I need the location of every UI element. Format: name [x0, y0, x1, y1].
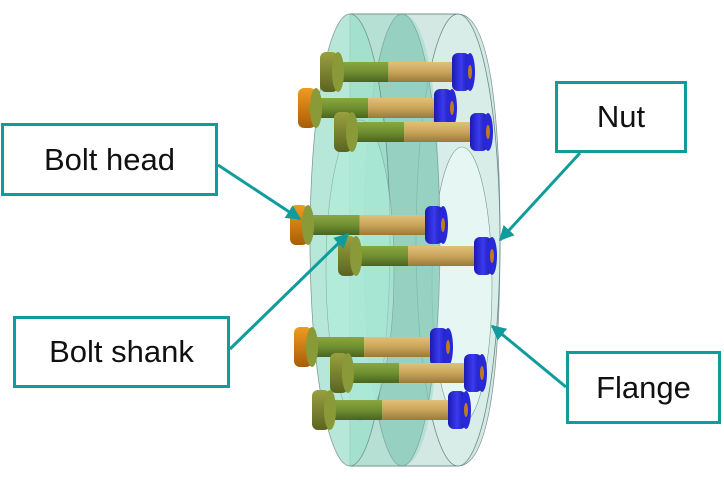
nut	[434, 89, 452, 127]
bolt	[334, 112, 493, 152]
bolt-tip	[468, 65, 472, 79]
bolt-shank	[356, 246, 409, 266]
callout-nut: Nut	[555, 81, 687, 153]
bolt-shank	[316, 98, 369, 118]
bolt-shank	[312, 337, 365, 357]
callout-bolt-shank: Bolt shank	[13, 316, 230, 388]
bolt-shank-threaded	[364, 337, 440, 357]
nut	[470, 113, 488, 151]
bolt	[338, 236, 497, 276]
bolt-tip	[441, 218, 445, 232]
bolt-tip	[490, 249, 494, 263]
arrow-flange	[490, 324, 567, 389]
bolt	[298, 88, 457, 128]
bolt-tip	[446, 340, 450, 354]
bolt-head-face	[310, 88, 322, 128]
bolt-tip	[450, 101, 454, 115]
bolt-tip	[464, 403, 468, 417]
callout-bolt-head-label: Bolt head	[44, 141, 175, 177]
bolt-tip	[486, 125, 490, 139]
bolt	[294, 327, 453, 367]
nut	[430, 328, 448, 366]
bolt-head-face	[346, 112, 358, 152]
bolt	[330, 353, 487, 393]
arrow-bolt-shank	[228, 232, 350, 351]
bolt	[312, 390, 471, 430]
bolt	[320, 52, 475, 92]
bolt-shank	[338, 62, 389, 82]
callout-bolt-head: Bolt head	[1, 123, 218, 196]
nut	[474, 237, 492, 275]
bolt-shank-threaded	[382, 400, 458, 420]
bolt-shank-threaded	[408, 246, 484, 266]
bolt-shank-threaded	[359, 215, 435, 235]
arrow-nut	[498, 151, 582, 242]
bolt-head-face	[350, 236, 362, 276]
callout-flange-label: Flange	[596, 369, 691, 405]
callout-nut-label: Nut	[596, 99, 646, 134]
bolt-head-face	[302, 205, 314, 245]
bolt-head-face	[342, 353, 354, 393]
bolt-shank-threaded	[404, 122, 480, 142]
callout-arrows	[217, 151, 582, 389]
bolt-shank-threaded	[388, 62, 462, 82]
bolt-head-face	[332, 52, 344, 92]
nut	[464, 354, 482, 392]
callout-bolt-shank-label: Bolt shank	[49, 334, 194, 369]
bolt-shank	[348, 363, 400, 383]
nut	[425, 206, 443, 244]
bolt-shank	[330, 400, 383, 420]
bolt-shank-threaded	[399, 363, 474, 383]
bolt-shank-threaded	[368, 98, 444, 118]
nut	[448, 391, 466, 429]
callout-flange: Flange	[566, 351, 721, 424]
bolt-shank	[352, 122, 405, 142]
bolt-shank	[308, 215, 360, 235]
bolt-tip	[480, 366, 484, 380]
bolt-head-face	[306, 327, 318, 367]
bolt-head-face	[324, 390, 336, 430]
arrow-bolt-head	[217, 163, 302, 221]
nut	[452, 53, 470, 91]
